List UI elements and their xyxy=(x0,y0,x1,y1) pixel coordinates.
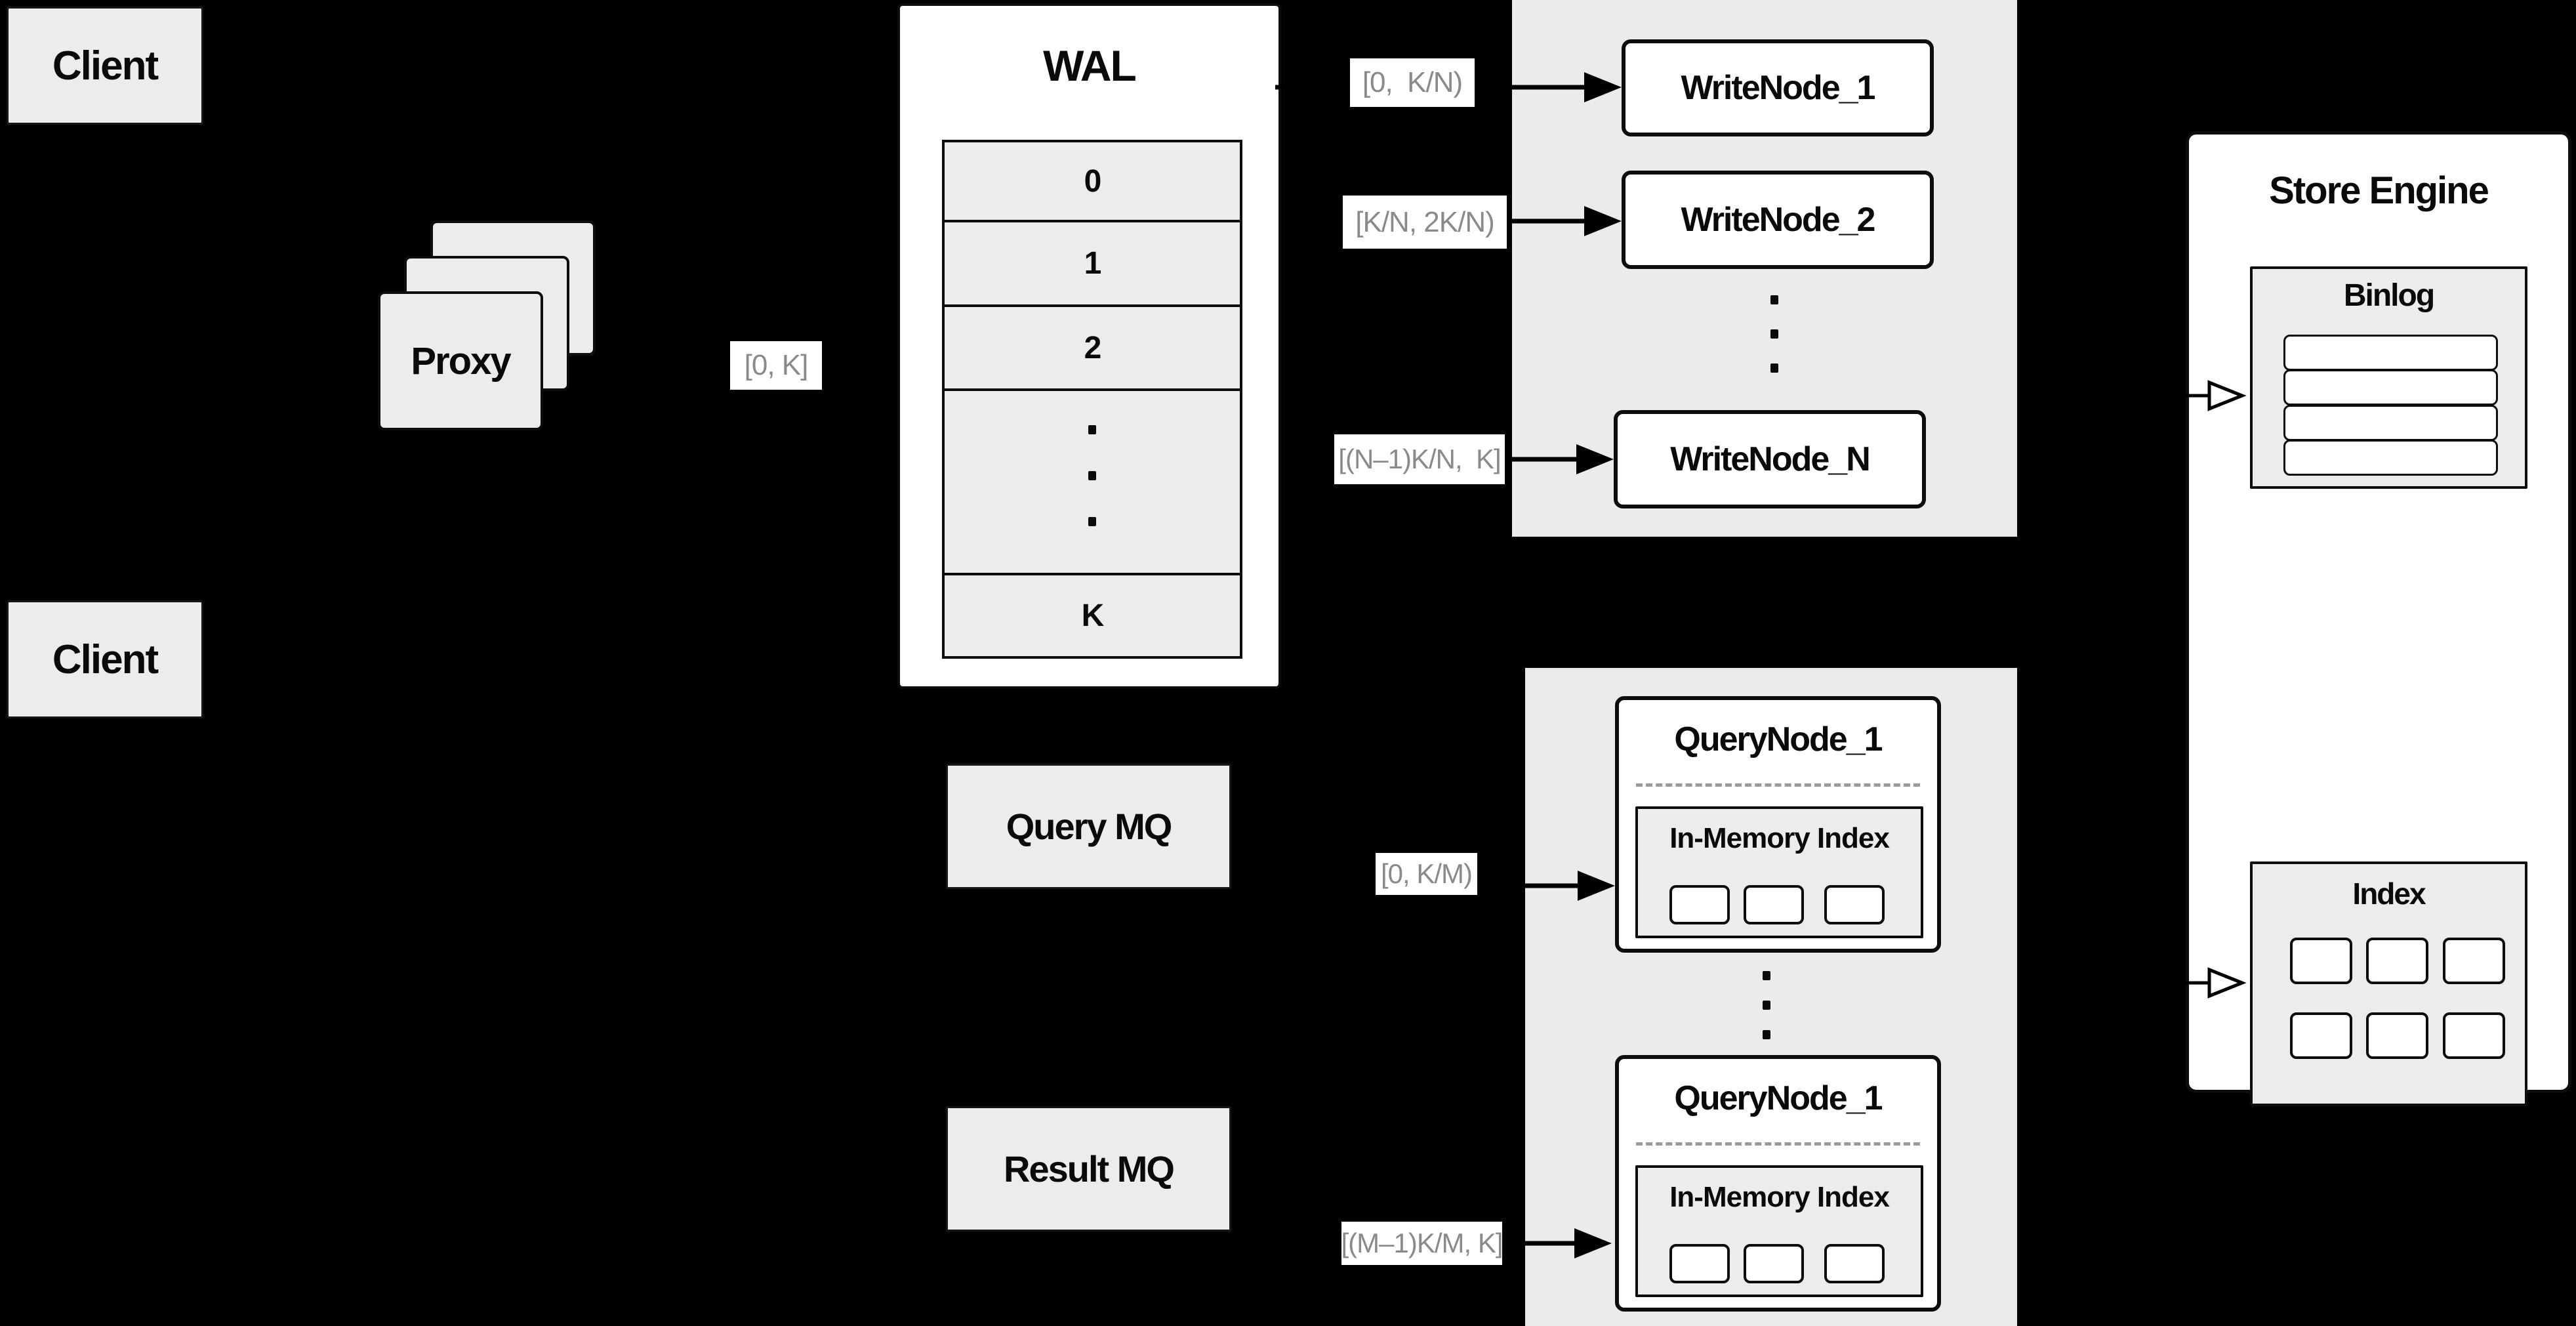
write-node-1: WriteNode_1 xyxy=(1622,39,1934,136)
range-label-query-m: [(M–1)K/M, K] xyxy=(1341,1222,1503,1265)
write-ellipsis-dot xyxy=(1770,295,1778,304)
binlog-title: Binlog xyxy=(2343,278,2435,313)
binlog-row xyxy=(2283,335,2498,371)
memory-cell xyxy=(1669,1244,1730,1283)
range-label-write-n: [(N–1)K/N, K] xyxy=(1334,434,1505,484)
write-ellipsis-dot xyxy=(1770,363,1778,373)
index-title: Index xyxy=(2352,877,2426,911)
query-ellipsis-dot xyxy=(1763,1001,1770,1010)
binlog-row xyxy=(2283,440,2498,476)
index-cell xyxy=(2366,1012,2428,1059)
query-ellipsis-dot xyxy=(1763,971,1770,980)
query-node-1: QueryNode_1 In-Memory Index xyxy=(1615,696,1941,953)
index-box: Index xyxy=(2250,861,2527,1106)
memory-cell xyxy=(1824,1244,1885,1283)
in-memory-index-box: In-Memory Index xyxy=(1635,806,1923,938)
range-label-write-1: [0, K/N) xyxy=(1350,58,1475,107)
query-node-m: QueryNode_1 In-Memory Index xyxy=(1615,1055,1941,1312)
range-label-write-2: [K/N, 2K/N) xyxy=(1343,196,1507,249)
client-box-top: Client xyxy=(7,7,203,125)
proxy-card-front: Proxy xyxy=(378,291,543,430)
store-engine-title: Store Engine xyxy=(2269,169,2489,212)
query-mq-box: Query MQ xyxy=(946,764,1231,889)
wal-ellipsis-dot xyxy=(1088,425,1096,434)
wal-slot-ellipsis xyxy=(942,388,1242,575)
memory-cell xyxy=(1744,885,1804,924)
in-memory-index-title: In-Memory Index xyxy=(1669,1181,1890,1213)
index-cell xyxy=(2366,938,2428,984)
write-node-2: WriteNode_2 xyxy=(1622,171,1934,269)
in-memory-index-title: In-Memory Index xyxy=(1669,822,1890,854)
wal-title: WAL xyxy=(1043,41,1137,90)
client-box-bottom: Client xyxy=(7,600,203,718)
wal-slot-k: K xyxy=(942,573,1242,659)
result-mq-box: Result MQ xyxy=(946,1106,1231,1232)
range-label-proxy-out: [0, K] xyxy=(730,341,822,390)
memory-cell xyxy=(1744,1244,1804,1283)
query-node-title: QueryNode_1 xyxy=(1674,1079,1883,1117)
memory-cell xyxy=(1669,885,1730,924)
query-node-title: QueryNode_1 xyxy=(1674,720,1883,758)
wal-slot-1: 1 xyxy=(942,220,1242,307)
binlog-box: Binlog xyxy=(2250,266,2527,489)
wal-ellipsis-dot xyxy=(1088,517,1096,526)
dashed-divider xyxy=(1636,1142,1920,1146)
range-label-query-1: [0, K/M) xyxy=(1376,853,1477,895)
binlog-row xyxy=(2283,369,2498,405)
write-node-n: WriteNode_N xyxy=(1614,410,1926,508)
index-cell xyxy=(2290,938,2352,984)
memory-cell xyxy=(1824,885,1885,924)
write-ellipsis-dot xyxy=(1770,329,1778,339)
query-ellipsis-dot xyxy=(1763,1030,1770,1039)
dashed-divider xyxy=(1636,783,1920,787)
in-memory-index-box: In-Memory Index xyxy=(1635,1165,1923,1297)
wal-slot-0: 0 xyxy=(942,140,1242,222)
index-cell xyxy=(2290,1012,2352,1059)
wal-slot-2: 2 xyxy=(942,304,1242,391)
index-cell xyxy=(2443,938,2505,984)
wal-ellipsis-dot xyxy=(1088,471,1096,480)
binlog-row xyxy=(2283,405,2498,441)
index-cell xyxy=(2443,1012,2505,1059)
